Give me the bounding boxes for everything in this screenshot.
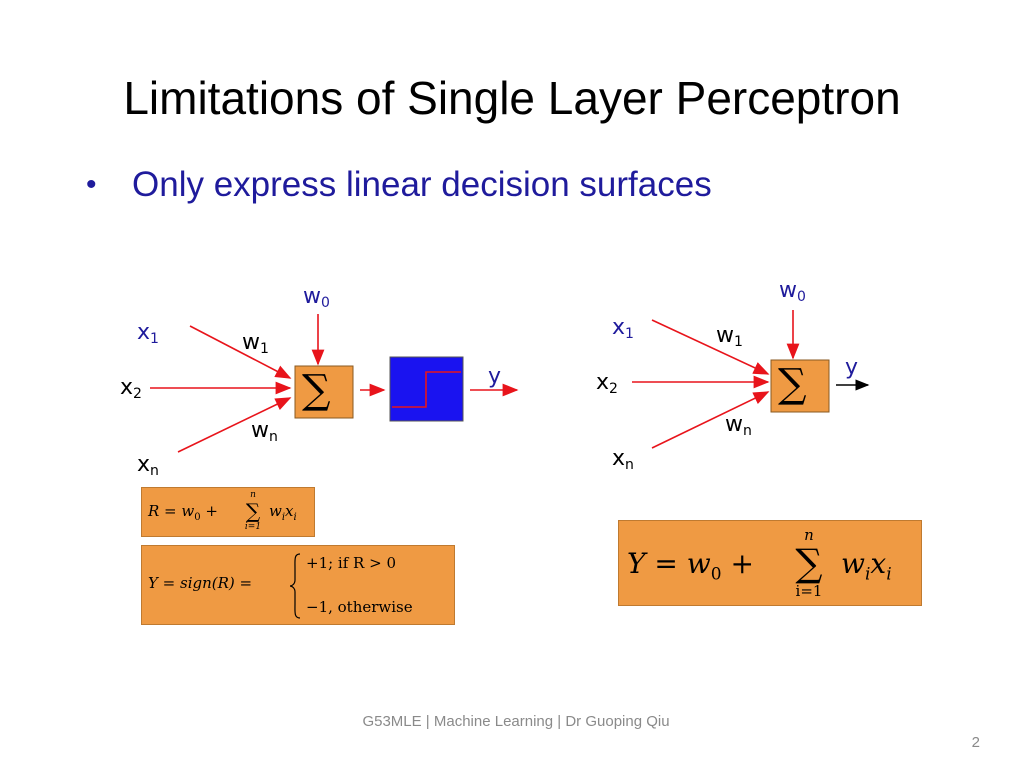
right-label-xn: xn <box>612 446 634 473</box>
right-label-w0: w0 <box>779 278 806 305</box>
left-label-xn: xn <box>137 452 159 479</box>
left-label-x2: x2 <box>120 375 142 402</box>
page-number: 2 <box>971 734 980 751</box>
right-label-w1: w1 <box>716 323 743 350</box>
right-label-y: y <box>845 355 859 380</box>
equation-sign-box: Y = sign(R) = +1; if R > 0 −1, otherwise <box>141 545 455 625</box>
right-label-x2: x2 <box>596 370 618 397</box>
bullet-item: • Only express linear decision surfaces <box>86 160 712 210</box>
bullet-text: Only express linear decision surfaces <box>132 165 712 204</box>
equation-r-box: R = w0 + n ∑ i=1 wixi <box>141 487 315 537</box>
right-arrow-xn <box>651 391 770 449</box>
left-label-x1: x1 <box>137 320 159 347</box>
cases-brace-icon <box>289 553 301 619</box>
equation-r-sum: n ∑ i=1 <box>244 490 262 532</box>
left-label-w0: w0 <box>303 284 330 311</box>
left-sum-symbol: ∑ <box>302 367 331 413</box>
left-label-wn: wn <box>251 418 278 445</box>
right-label-wn: wn <box>725 412 752 439</box>
left-arrow-x1 <box>189 325 292 379</box>
right-sum-box <box>770 359 830 413</box>
left-label-y: y <box>488 364 502 389</box>
right-arrow-x1 <box>651 319 770 375</box>
slide-footer: G53MLE | Machine Learning | Dr Guoping Q… <box>362 713 670 730</box>
right-label-x1: x1 <box>612 315 634 342</box>
slide-title: Limitations of Single Layer Perceptron <box>123 72 901 124</box>
left-step-function <box>392 371 461 408</box>
bullet-dot-icon: • <box>86 168 97 201</box>
right-sum-symbol: ∑ <box>778 361 807 407</box>
equation-linear-sum: n ∑ i=1 <box>795 526 823 600</box>
left-label-w1: w1 <box>242 330 269 357</box>
left-arrow-xn <box>177 397 292 453</box>
equation-linear-box: Y = w0 + n ∑ i=1 wixi <box>618 520 922 606</box>
left-sum-box <box>294 365 354 419</box>
